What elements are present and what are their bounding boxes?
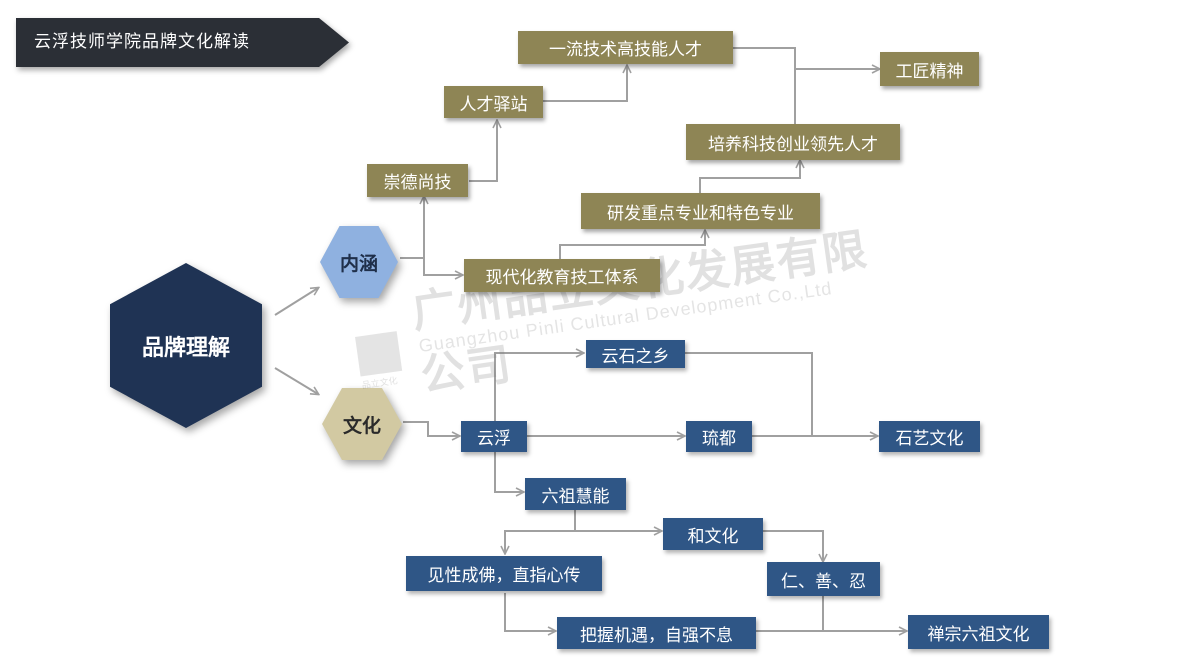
connector-liuzu-jianxing xyxy=(505,530,575,553)
connector-inner-xiandai xyxy=(423,258,462,275)
node-gongjiang-jingshen: 工匠精神 xyxy=(880,52,979,86)
node-yanfa-zhuanye: 研发重点专业和特色专业 xyxy=(581,193,820,229)
connector-yunfu-yunshi xyxy=(494,353,583,421)
page-title: 云浮技师学院品牌文化解读 xyxy=(34,32,250,52)
culture-hex: 文化 xyxy=(322,388,402,460)
node-yunfu: 云浮 xyxy=(461,421,527,452)
header-banner: 云浮技师学院品牌文化解读 xyxy=(16,18,349,67)
connector-inner-chongde xyxy=(400,197,424,259)
connector-hewenhua-ren xyxy=(763,530,823,561)
node-yiliu-jishu: 一流技术高技能人才 xyxy=(518,31,733,64)
node-chanzong-liuzu: 禅宗六祖文化 xyxy=(908,615,1049,649)
connector-jianxing-bawo xyxy=(504,593,555,631)
node-ren-shan-ren: 仁、善、忍 xyxy=(767,562,880,596)
node-chongde-shangji: 崇德尚技 xyxy=(367,164,468,197)
connector-xiandai-yanfa xyxy=(559,231,705,261)
connector-yiliu-gongjiang xyxy=(733,47,879,69)
arrow-to-inner xyxy=(274,288,318,316)
node-xiandaihua-jiaoyu: 现代化教育技工体系 xyxy=(464,259,660,292)
node-shiyi-wenhua: 石艺文化 xyxy=(879,421,980,452)
brand-understanding-hex: 品牌理解 xyxy=(110,263,262,428)
arrow-to-culture xyxy=(274,367,318,394)
node-bawo-jiyu: 把握机遇，自强不息 xyxy=(557,617,756,649)
node-peiyang-keji: 培养科技创业领先人才 xyxy=(686,124,900,160)
connector-yanfa-peiyang xyxy=(699,161,800,193)
connector-yunshi-join xyxy=(685,352,813,436)
connector-culture-yunfu xyxy=(403,421,459,436)
node-rencai-yizhan: 人才驿站 xyxy=(444,86,543,118)
culture-label: 文化 xyxy=(342,414,381,437)
node-liudu: 琉都 xyxy=(686,421,752,452)
connector-yunfu-liuzu xyxy=(494,452,523,492)
node-he-wenhua: 和文化 xyxy=(663,518,763,550)
node-jianxing-chengfo: 见性成佛，直指心传 xyxy=(406,556,602,591)
node-liuzu-huineng: 六祖慧能 xyxy=(525,478,626,510)
culture-hex-shape xyxy=(322,388,402,460)
connector-yizhan-yiliu xyxy=(543,66,627,102)
inner-hex-shape xyxy=(320,226,398,298)
inner-hex: 内涵 xyxy=(320,226,398,298)
inner-label: 内涵 xyxy=(339,252,378,275)
brand-understanding-label: 品牌理解 xyxy=(141,335,230,361)
connector-chongde-yizhan xyxy=(469,121,497,182)
connector-liuzu-split xyxy=(574,510,661,531)
header-banner-shape xyxy=(16,18,349,67)
node-yunshi-zhixiang: 云石之乡 xyxy=(586,340,685,368)
